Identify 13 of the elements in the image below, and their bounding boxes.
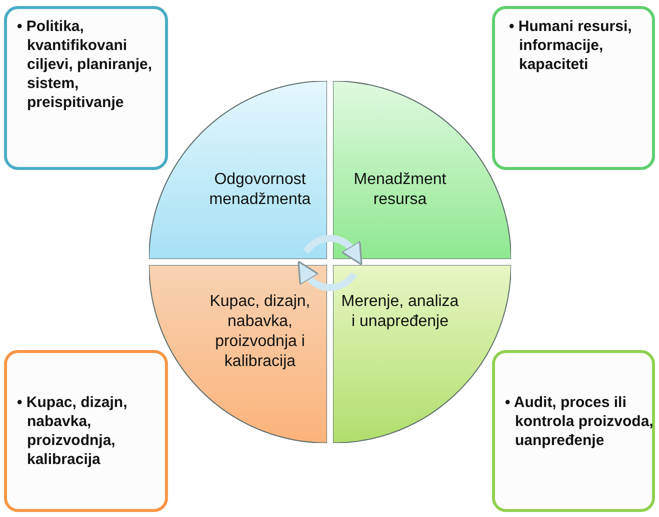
- text-box: [4, 350, 168, 512]
- bullet-text: • Kupac, dizajn, nabavka, proizvodnja, kalibracija: [17, 393, 128, 469]
- text-box: [492, 6, 655, 170]
- curved-arrow: [296, 261, 357, 292]
- bullet-text: • Politika, kvantifikovani ciljevi, planiranje, sistem, preispitivanje: [17, 17, 154, 112]
- curved-arrow: [303, 234, 364, 265]
- segment-label: Merenje, analiza i unapređenje: [340, 292, 460, 332]
- segment-label: Menadžment resursa: [352, 170, 448, 210]
- segment-label: Kupac, dizajn, nabavka, proizvodnja i kalibracija: [208, 292, 312, 372]
- bullet-text: • Humani resursi, informacije, kapaciteti: [509, 17, 633, 74]
- text-box: [4, 6, 168, 170]
- text-box: [492, 350, 655, 512]
- segment-label: Odgovornost menadžmenta: [208, 170, 312, 210]
